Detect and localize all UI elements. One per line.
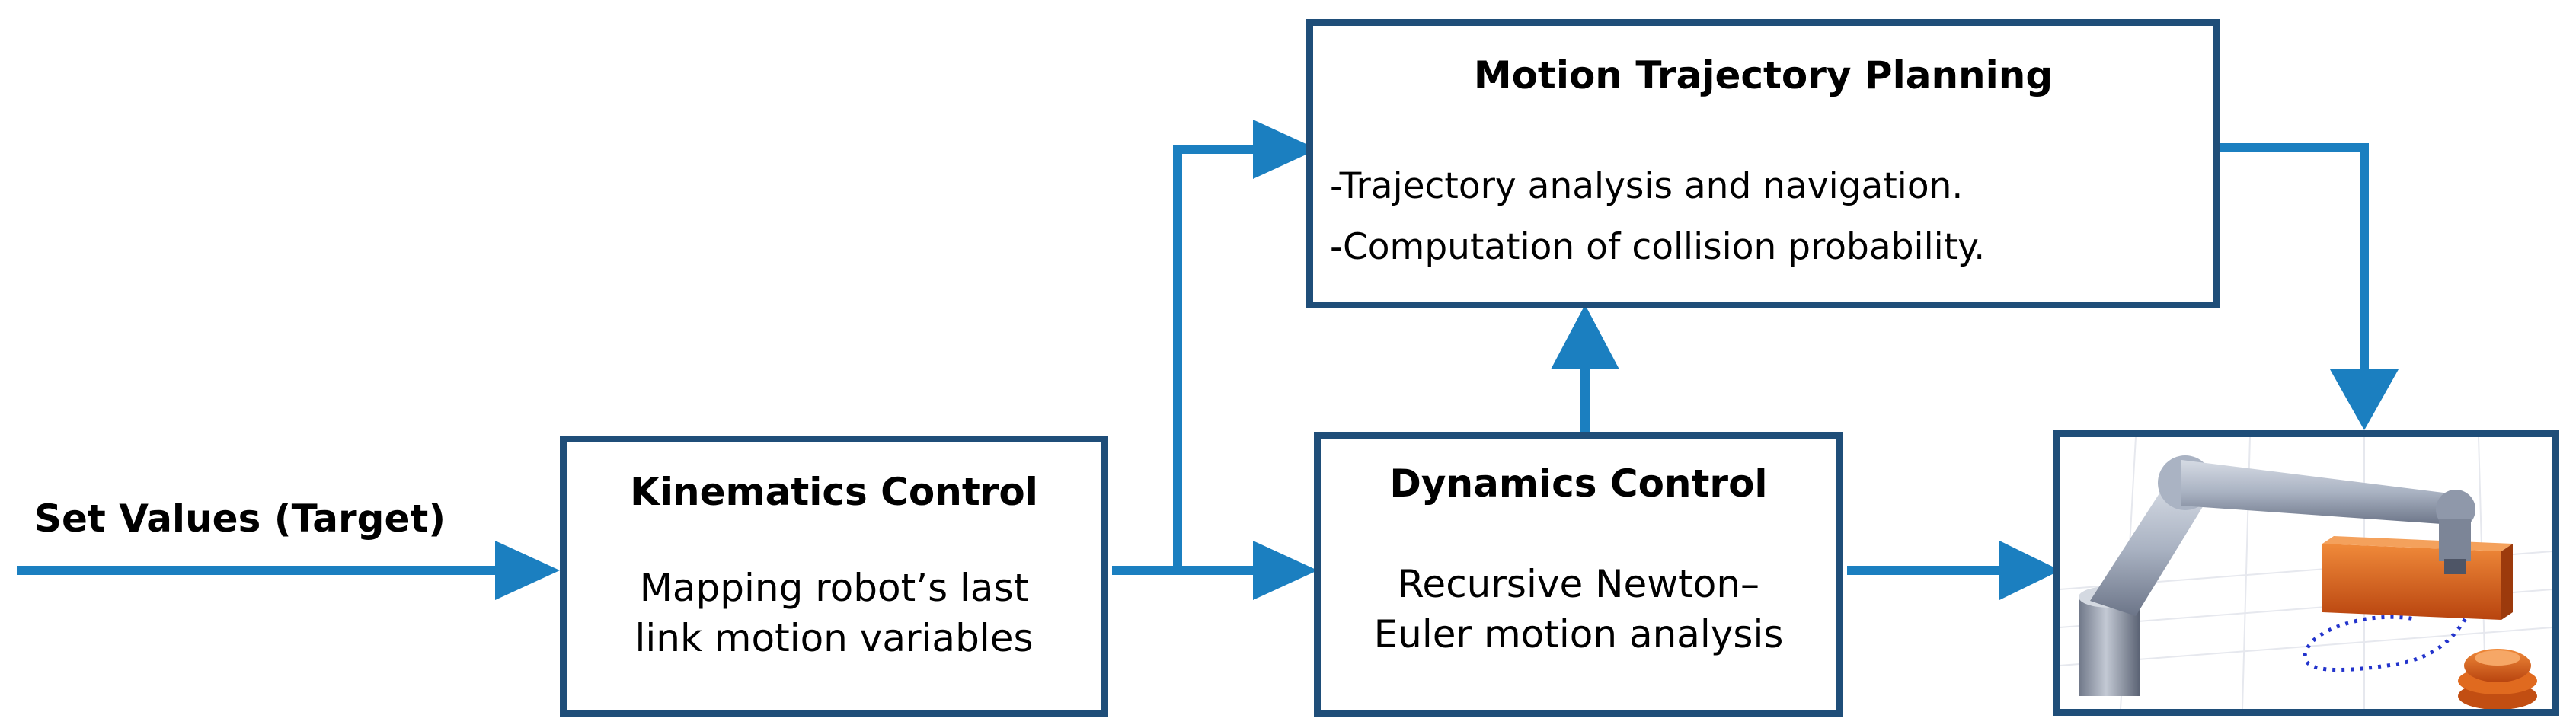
branch-vertical	[1173, 145, 1182, 575]
trajectory-title: Motion Trajectory Planning	[1473, 53, 2053, 97]
kinematics-line-2: link motion variables	[634, 616, 1034, 660]
branch-to-trajectory-head	[1253, 120, 1318, 179]
traj-to-robot-head	[2330, 369, 2399, 430]
kinematics-description: Mapping robot’s last link motion variabl…	[567, 563, 1101, 663]
planned-path	[2303, 558, 2488, 672]
dynamics-description: Recursive Newton– Euler motion analysis	[1321, 559, 1836, 659]
robot-lower-arm	[2090, 483, 2208, 616]
robot-upper-arm	[2181, 460, 2456, 525]
traj-down-shaft	[2360, 143, 2369, 379]
obstacle-block	[2322, 536, 2513, 620]
kinematics-control-box: Kinematics Control Mapping robot’s last …	[560, 436, 1108, 717]
dyn-to-robot-shaft	[1847, 566, 2011, 575]
kin-to-dyn-head	[1253, 541, 1318, 600]
dynamics-title: Dynamics Control	[1389, 461, 1768, 506]
dynamics-control-box: Dynamics Control Recursive Newton– Euler…	[1314, 432, 1843, 717]
kinematics-title: Kinematics Control	[630, 470, 1038, 514]
trajectory-line-2: -Computation of collision probability.	[1330, 226, 1986, 268]
robot-arm-illustration	[2060, 437, 2552, 709]
branch-horizontal	[1173, 145, 1264, 154]
input-arrow-head	[495, 541, 560, 600]
traj-right-horizontal	[2220, 143, 2369, 152]
dynamics-line-2: Euler motion analysis	[1373, 612, 1784, 656]
input-arrow-shaft	[17, 566, 512, 575]
kin-to-dyn-shaft	[1112, 566, 1264, 575]
dynamics-line-1: Recursive Newton–	[1397, 562, 1760, 606]
target-disc-stack	[2458, 649, 2537, 709]
input-label: Set Values (Target)	[34, 497, 446, 541]
kinematics-line-1: Mapping robot’s last	[639, 566, 1029, 610]
dyn-to-robot-head	[1999, 541, 2060, 600]
dyn-to-traj-head	[1551, 305, 1619, 369]
trajectory-line-1: -Trajectory analysis and navigation.	[1330, 165, 1964, 207]
robot-arm-image-box	[2053, 430, 2559, 716]
robot-wrist	[2439, 519, 2471, 561]
trajectory-planning-box: Motion Trajectory Planning -Trajectory a…	[1306, 19, 2220, 308]
dyn-to-traj-shaft	[1580, 358, 1590, 434]
